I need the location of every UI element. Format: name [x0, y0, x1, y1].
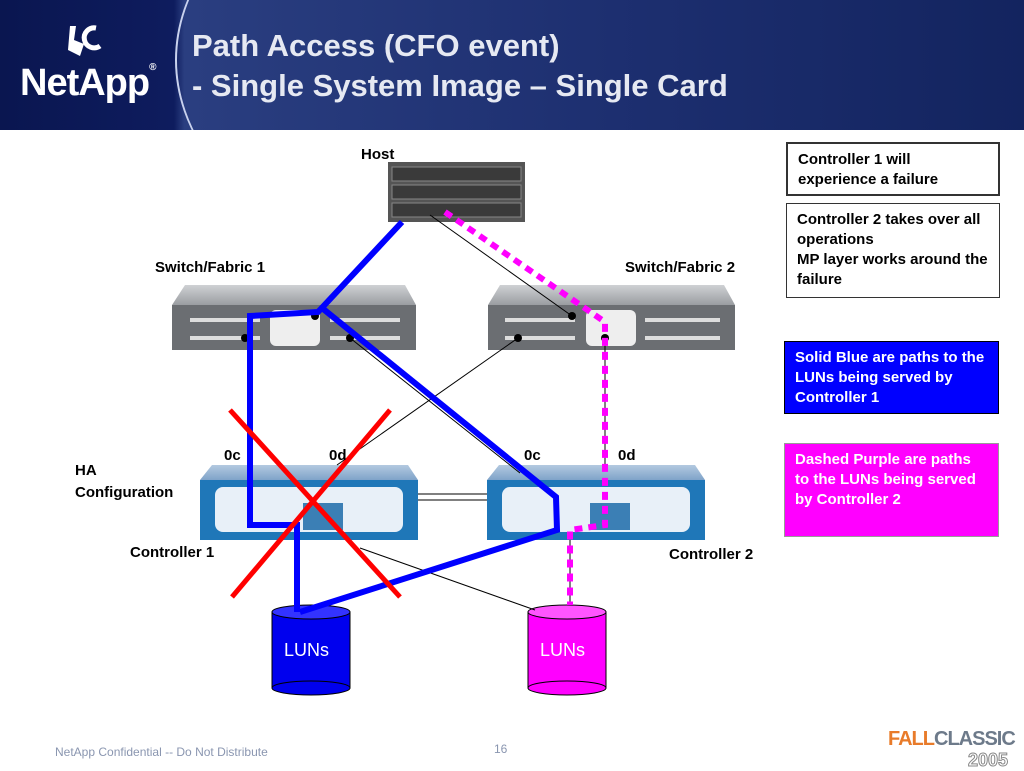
switch2-label: Switch/Fabric 2 [625, 259, 736, 276]
switch-fabric-2 [488, 285, 735, 350]
slide-subtitle: - Single System Image – Single Card [192, 68, 728, 103]
lun-blue [271, 604, 351, 696]
lun-purple [527, 604, 607, 696]
header-arc [175, 0, 1024, 130]
ctrl2-port-0d: 0d [618, 447, 636, 464]
host-server [388, 162, 525, 222]
failure-x-icon [228, 408, 402, 599]
ha-interconnect [418, 493, 487, 501]
ha-label: HA [75, 462, 97, 479]
ha-config-label: Configuration [75, 484, 174, 501]
ctrl2-port-0c: 0c [524, 447, 541, 464]
blue-path-2 [299, 305, 561, 615]
netapp-logo-icon [68, 25, 102, 56]
controller1-label: Controller 1 [130, 544, 215, 561]
blue-path-1 [247, 219, 405, 612]
fabric-links [336, 214, 606, 611]
switch-fabric-1 [172, 285, 416, 350]
fall-classic-logo: FALLCLASSIC [888, 728, 1016, 750]
controller2-label: Controller 2 [669, 546, 754, 563]
page-number: 16 [494, 742, 508, 756]
note-purple-legend: Dashed Purple are paths to the LUNs bein… [784, 443, 999, 537]
confidential-notice: NetApp Confidential -- Do Not Distribute [55, 745, 268, 759]
controller-2 [487, 465, 705, 540]
note-takeover: Controller 2 takes over all operations M… [786, 203, 1000, 298]
note-blue-legend: Solid Blue are paths to the LUNs being s… [784, 341, 999, 414]
controller-1 [200, 465, 418, 540]
switch1-label: Switch/Fabric 1 [155, 259, 266, 276]
fall-classic-year: 2005 [967, 750, 1009, 771]
slide-header: NetApp® Path Access (CFO event) - Single… [0, 0, 1024, 130]
lun2-label: LUNs [540, 640, 586, 660]
ctrl1-port-0d: 0d [329, 447, 347, 464]
netapp-logo: NetApp® [20, 62, 157, 104]
purple-path [443, 209, 608, 605]
host-label: Host [361, 146, 395, 163]
note-failure: Controller 1 will experience a failure [786, 142, 1000, 196]
ctrl1-port-0c: 0c [224, 447, 241, 464]
lun1-label: LUNs [284, 640, 330, 660]
slide-title: Path Access (CFO event) [192, 28, 560, 63]
